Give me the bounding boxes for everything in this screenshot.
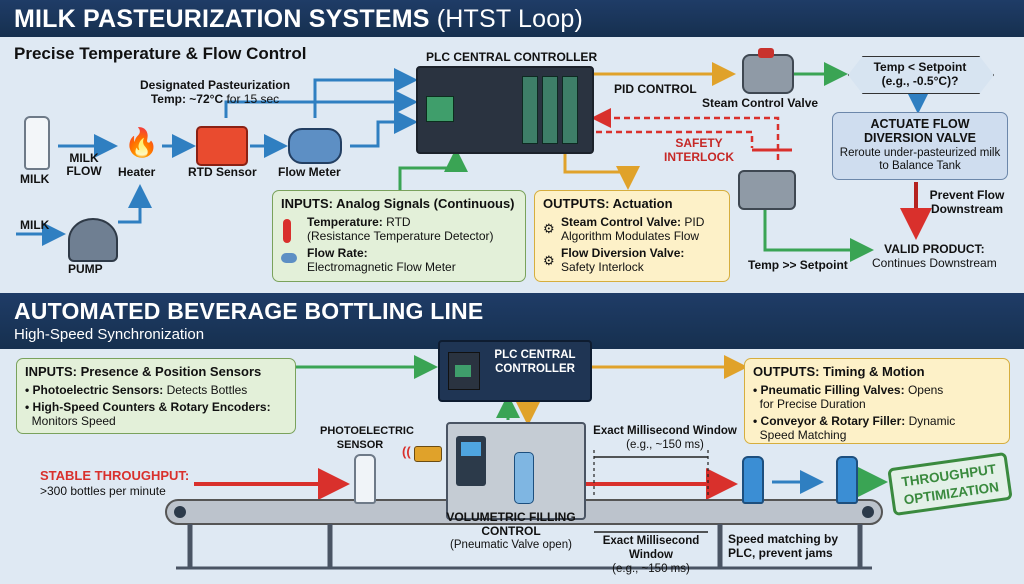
pasteurization-subtitle: Precise Temperature & Flow Control [14, 44, 307, 63]
outputs-actuation-title: OUTPUTS: Actuation [543, 196, 673, 211]
actuate-title: ACTUATE FLOW DIVERSION VALVE [863, 117, 977, 145]
steam-valve-label: Steam Control Valve [702, 96, 819, 110]
plc-display [455, 365, 471, 377]
outputs-actuation-box: OUTPUTS: Actuation ⚙ Steam Control Valve… [534, 190, 730, 282]
plc-label: PLC CENTRAL CONTROLLER [426, 50, 598, 64]
photo-sensor-icon [414, 446, 442, 462]
pump-icon [68, 218, 118, 262]
decision-text: Temp < Setpoint (e.g., -0.5°C)? [873, 60, 967, 88]
filling-machine [446, 422, 586, 520]
rtd-sensor-icon [196, 126, 248, 166]
output-arrow-plc-outputs [563, 150, 640, 190]
pid-label: PID CONTROL [614, 82, 697, 96]
plc-controller [416, 66, 594, 154]
valid-product-arrow [763, 208, 874, 262]
control-screen [461, 442, 481, 456]
inputs-analog-box: INPUTS: Analog Signals (Continuous) Temp… [272, 190, 526, 282]
bottling-subtitle: High-Speed Synchronization [14, 326, 205, 343]
flow-meter-icon [288, 128, 342, 164]
safety-interlock-line [596, 130, 754, 148]
flow-rate-icon [281, 253, 297, 263]
diversion-valve-icon [738, 170, 796, 210]
milk-in-label: MILK [20, 218, 50, 232]
bottling-title: AUTOMATED BEVERAGE BOTTLING LINE [14, 298, 484, 324]
flow-arrow-pump-heater [118, 184, 152, 224]
safety-interlock-arrow [591, 108, 780, 160]
diversion-icon: ⚙ [543, 253, 555, 268]
flow-meter-label: Flow Meter [278, 165, 341, 179]
photo-sensor-label: PHOTOELECTRIC SENSOR [320, 425, 414, 451]
bottle-in-filler-icon [514, 452, 534, 504]
signal-arrow-rtd-plc [224, 90, 418, 118]
rtd-label: RTD Sensor [188, 165, 257, 179]
actuate-box: ACTUATE FLOW DIVERSION VALVE Reroute und… [832, 112, 1008, 180]
plc-display [426, 96, 454, 122]
pump-label: PUMP [68, 262, 103, 276]
plc-controller-bottling: PLC CENTRAL CONTROLLER [438, 340, 592, 402]
thermometer-icon [283, 219, 291, 243]
title-suffix: (HTST Loop) [436, 5, 583, 33]
valid-product: VALID PRODUCT: Continues Downstream [872, 242, 997, 270]
throughput-title: STABLE THROUGHPUT: [40, 468, 190, 483]
actuate-body: Reroute under-pasteurized milk to Balanc… [839, 147, 1001, 172]
plc-module [562, 76, 578, 144]
bottling-header: AUTOMATED BEVERAGE BOTTLING LINE High-Sp… [0, 293, 1024, 349]
valve-icon: ⚙ [543, 221, 555, 236]
empty-bottle-icon [354, 454, 376, 504]
steam-valve-icon [742, 54, 794, 94]
filled-bottle-icon [836, 456, 858, 504]
plc-module [522, 76, 538, 144]
steam-valve-handle-icon [758, 48, 774, 58]
heater-flame-icon: 🔥 [124, 127, 159, 158]
milk-flow-label: MILK FLOW [66, 151, 102, 178]
filling-control: VOLUMETRIC FILLING CONTROL (Pneumatic Va… [446, 510, 576, 551]
inputs-analog-title: INPUTS: Analog Signals (Continuous) [281, 196, 515, 211]
milk-bottle-label: MILK [20, 172, 50, 186]
window-top-label: Exact Millisecond Window (e.g., ~150 ms) [593, 425, 737, 451]
conveyor-rollers [174, 506, 874, 518]
plc-bottling-label: PLC CENTRAL CONTROLLER [494, 349, 576, 375]
speed-matching-label: Speed matching by PLC, prevent jams [728, 532, 839, 560]
flow-arrow-meter-plc [350, 110, 418, 148]
signal-arrow-inputs-plc [398, 148, 468, 190]
filled-bottle-icon [742, 456, 764, 504]
plc-module [542, 76, 558, 144]
temp-setpoint-label: Temp >> Setpoint [748, 258, 848, 272]
pasteurization-title: MILK PASTEURIZATION SYSTEMS (HTST Loop) [14, 5, 583, 33]
heater-label: Heater [118, 165, 156, 179]
safety-interlock-label: SAFETY INTERLOCK [664, 136, 734, 164]
inputs-sensors-title: INPUTS: Presence & Position Sensors [25, 364, 262, 379]
decision-shape [848, 56, 994, 94]
milk-bottle-icon [24, 116, 50, 170]
outputs-timing-box: OUTPUTS: Timing & Motion • Pneumatic Fil… [744, 358, 1010, 444]
conveyor-legs [187, 524, 863, 568]
signal-arrow-meter-plc [313, 68, 418, 118]
pasteurization-header: MILK PASTEURIZATION SYSTEMS (HTST Loop) [0, 0, 1024, 37]
window-bottom-label: Exact Millisecond Window (e.g., ~150 ms) [602, 535, 700, 575]
plc-module [448, 352, 480, 390]
sensor-beam-icon: (( [402, 444, 411, 459]
inputs-sensors-box: INPUTS: Presence & Position Sensors • Ph… [16, 358, 296, 434]
designated-note: Designated Pasteurization Temp: ~72°C fo… [140, 78, 291, 106]
prevent-flow-label: Prevent Flow Downstream [929, 188, 1005, 216]
control-panel-icon [456, 436, 486, 486]
throughput-body: >300 bottles per minute [40, 484, 166, 498]
outputs-timing-title: OUTPUTS: Timing & Motion [753, 364, 925, 379]
